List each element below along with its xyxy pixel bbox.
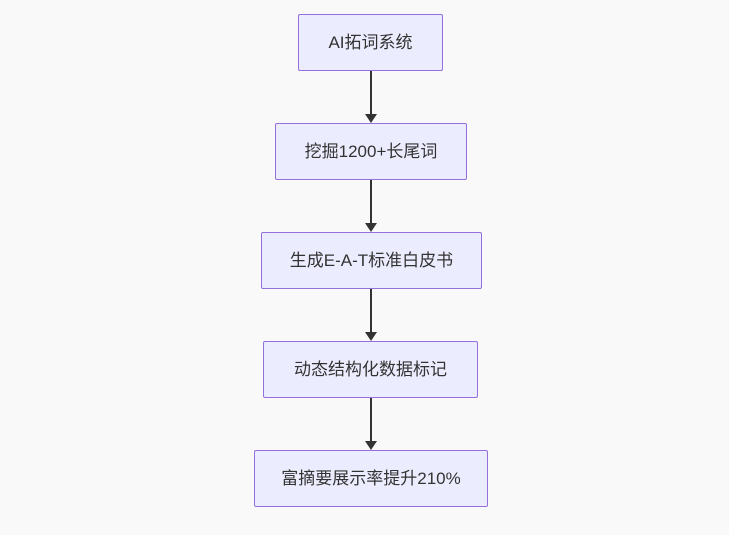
flow-arrow <box>364 289 378 341</box>
node-label: 挖掘1200+长尾词 <box>304 142 438 161</box>
node-label: 动态结构化数据标记 <box>294 360 447 379</box>
arrow-line <box>370 180 372 223</box>
node-label: 富摘要展示率提升210% <box>281 469 461 488</box>
flow-arrow <box>364 180 378 232</box>
arrow-line <box>370 398 372 441</box>
node-label: AI拓词系统 <box>328 33 413 52</box>
arrow-line <box>370 71 372 114</box>
flowchart-node-ai-word-system: AI拓词系统 <box>298 14 443 71</box>
flowchart-node-rich-snippet-uplift: 富摘要展示率提升210% <box>254 450 488 507</box>
arrow-head-icon <box>365 332 377 341</box>
flowchart-node-eat-whitepaper: 生成E-A-T标准白皮书 <box>261 232 482 289</box>
flow-arrow <box>364 71 378 123</box>
node-label: 生成E-A-T标准白皮书 <box>289 251 454 270</box>
arrow-head-icon <box>365 114 377 123</box>
arrow-head-icon <box>365 223 377 232</box>
arrow-line <box>370 289 372 332</box>
flowchart-node-structured-data-markup: 动态结构化数据标记 <box>263 341 478 398</box>
flow-arrow <box>364 398 378 450</box>
arrow-head-icon <box>365 441 377 450</box>
flowchart-node-longtail-mining: 挖掘1200+长尾词 <box>275 123 467 180</box>
